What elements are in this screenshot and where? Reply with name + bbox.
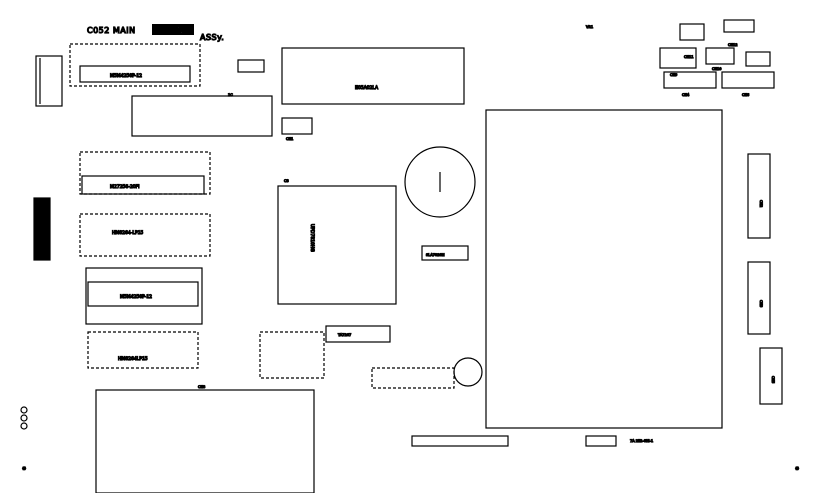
connector-cn12: CN12 <box>728 43 738 47</box>
driver-ic <box>421 245 469 261</box>
bottom-small-connector <box>585 435 617 447</box>
connector-cn4: CN4 <box>682 93 690 97</box>
cpu-chip-label: UPD7810HG <box>309 224 315 252</box>
connector-cn2: CN2 <box>759 200 763 207</box>
ic-top-right-1 <box>679 23 705 41</box>
c3-label: C3 <box>284 179 289 183</box>
ta-chip <box>325 325 391 343</box>
board-title-brand: EPSON <box>154 26 184 35</box>
connector-cn9: CN9 <box>670 73 677 77</box>
board-title-prefix: C052 MAIN <box>87 26 136 35</box>
small-crystal <box>281 117 313 135</box>
small-chip-top <box>237 59 265 73</box>
connector-cn11: CN11 <box>684 55 694 59</box>
connector-strip-cn4 <box>663 71 717 89</box>
rom-chip-top <box>79 65 191 83</box>
gate-array-top-label: E05A02LA <box>355 85 379 91</box>
rom-chip-low-body <box>85 267 203 325</box>
plate-label: 7A 2E2-6HI-1 <box>630 439 653 443</box>
right-connector-cn2 <box>747 153 771 239</box>
mark-circle-2 <box>20 414 28 422</box>
connector-cn3: CN3 <box>759 300 763 307</box>
dashed-connector-area <box>371 367 455 389</box>
rom-chip-low-label: M5M4256P-12 <box>120 294 152 300</box>
gate-array-top <box>281 47 465 105</box>
right-connector-cn5 <box>759 347 783 405</box>
left-edge-connector <box>33 197 51 261</box>
ic-cn10-block <box>705 47 735 65</box>
ram-socket-mid-outline <box>79 213 211 257</box>
vr-label: VR1 <box>586 25 593 29</box>
bottom-connector-row <box>411 435 509 447</box>
sun-mark-right: ☼ <box>795 466 799 472</box>
rom-socket-mid-outline <box>79 151 211 195</box>
cpu-chip <box>277 185 397 305</box>
ic-top-right-2 <box>723 19 755 33</box>
rom-chip-top-label: M5M4256P-12 <box>110 73 142 79</box>
ic-cn13-block <box>745 51 771 67</box>
dashed-pad-area <box>259 331 325 379</box>
ram-chip-low-label: HM6264LP15 <box>118 356 148 362</box>
ram-socket-low-outline <box>87 331 199 369</box>
main-module-block <box>485 109 723 429</box>
connector-strip-cn6 <box>721 71 775 89</box>
mark-circle-1 <box>20 406 28 414</box>
right-connector-cn3 <box>747 261 771 335</box>
left-top-connector <box>35 55 63 107</box>
ic-label: 1C <box>228 93 233 97</box>
trim-circle <box>453 357 483 387</box>
buzzer-circle <box>404 146 476 218</box>
rom-chip-low <box>87 281 199 307</box>
sun-mark-left: ☼ <box>22 466 26 472</box>
rom-chip-mid-label: M27256-20FI <box>110 184 139 190</box>
brand-badge <box>152 24 194 35</box>
bottom-edge-block <box>95 389 315 493</box>
connector-cn8: CN8 <box>198 385 205 389</box>
connector-cn10: CN10 <box>712 67 722 71</box>
mark-circle-3 <box>20 422 28 430</box>
driver-chip-label: TA7267 <box>337 333 351 337</box>
reg-chip-label: SLA7020M <box>426 253 445 257</box>
connector-cn5: CN5 <box>771 376 775 383</box>
ram-chip-mid-label: HM6264-LP15 <box>112 230 143 236</box>
ic-cn9-block <box>659 47 697 69</box>
rom-chip-mid <box>81 175 205 195</box>
board-title-suffix: ASSy. <box>200 33 224 42</box>
connector-cn1: CN1 <box>286 137 293 141</box>
connector-cn6: CN6 <box>742 93 749 97</box>
ic-long-row <box>131 95 273 137</box>
rom-socket-top-outline <box>69 43 201 87</box>
